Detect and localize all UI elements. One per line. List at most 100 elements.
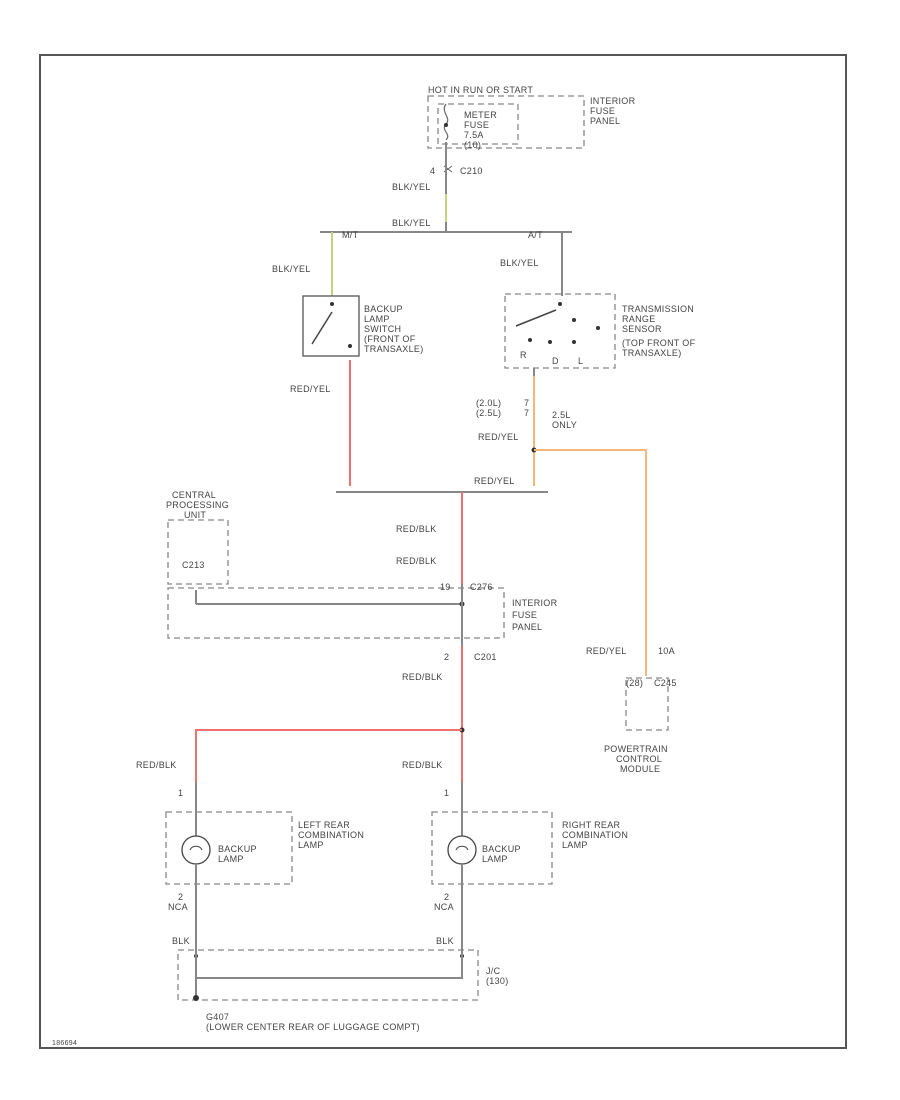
right-lamp-pin-bot: 2 bbox=[444, 892, 449, 902]
right-lamp-bulb bbox=[447, 835, 477, 865]
right-lamp-label-2: COMBINATION bbox=[562, 830, 628, 840]
backup-switch-box bbox=[302, 295, 360, 357]
wire-redyel-2: RED/YEL bbox=[478, 432, 519, 442]
wire-nca-right: NCA bbox=[434, 902, 454, 912]
left-lamp-label-1: LEFT REAR bbox=[298, 820, 350, 830]
c210-label: C210 bbox=[460, 166, 483, 176]
panel-top-label-2: FUSE bbox=[590, 106, 615, 116]
ground-node bbox=[193, 995, 199, 1001]
trs-note-20l: (2.0L) bbox=[476, 398, 501, 408]
ground-label-2: (LOWER CENTER REAR OF LUGGAGE COMPT) bbox=[206, 1022, 420, 1032]
jc-label-2: (130) bbox=[486, 976, 509, 986]
c210-pin: 4 bbox=[430, 166, 435, 176]
trs-contact bbox=[515, 309, 557, 327]
fuse-panel-lower-label-1: INTERIOR bbox=[512, 598, 558, 608]
trs-box bbox=[504, 293, 616, 369]
wire-redblk-to-left-lamp bbox=[195, 729, 462, 782]
panel-top-label-1: INTERIOR bbox=[590, 96, 636, 106]
pcm-pin: 10A bbox=[658, 646, 675, 656]
trs-gear-d: D bbox=[552, 356, 559, 366]
transmission-range-sensor: R D L TRANSMISSION RANGE SENSOR (TOP FRO… bbox=[504, 293, 695, 369]
pcm-box bbox=[625, 677, 669, 731]
backup-lamp-switch: BACKUP LAMP SWITCH (FRONT OF TRANSAXLE) bbox=[302, 295, 424, 357]
trs-label-1: TRANSMISSION bbox=[622, 304, 694, 314]
wire-blkyel-1: BLK/YEL bbox=[392, 182, 431, 192]
backup-switch-label-2: LAMP bbox=[364, 314, 390, 324]
switch-contact bbox=[311, 311, 333, 345]
c276-pin: 19 bbox=[440, 582, 451, 592]
fuse-panel-top-box bbox=[427, 95, 585, 149]
meter-fuse-label-2: FUSE bbox=[464, 120, 489, 130]
left-lamp-box bbox=[165, 811, 293, 885]
fuse-hot-label: HOT IN RUN OR START bbox=[428, 85, 533, 95]
trs-pin-1: 7 bbox=[524, 398, 529, 408]
left-lamp-pin-bot: 2 bbox=[178, 892, 183, 902]
right-lamp-label-3: LAMP bbox=[562, 840, 588, 850]
c213-label: C213 bbox=[182, 560, 205, 570]
trs-gear-l: L bbox=[578, 356, 583, 366]
wire-jc-bus bbox=[196, 948, 463, 979]
trs-node-3 bbox=[596, 326, 600, 330]
c276-label: C276 bbox=[470, 582, 493, 592]
pcm-label-3: MODULE bbox=[620, 764, 660, 774]
backup-switch-label-1: BACKUP bbox=[364, 304, 403, 314]
trs-label-3: SENSOR bbox=[622, 324, 662, 334]
right-lamp-filament bbox=[455, 845, 469, 851]
jc-box bbox=[177, 949, 479, 1001]
left-lamp-bulb-label-2: LAMP bbox=[218, 854, 244, 864]
wire-redblk-4: RED/BLK bbox=[136, 760, 177, 770]
trs-only-2: ONLY bbox=[552, 420, 577, 430]
right-lamp-label-1: RIGHT REAR bbox=[562, 820, 621, 830]
jc-label-1: J/C bbox=[486, 966, 501, 976]
trs-node-2 bbox=[572, 318, 576, 322]
pcm-label-2: CONTROL bbox=[616, 754, 662, 764]
trs-pin-2: 7 bbox=[524, 408, 529, 418]
switch-node-bottom bbox=[348, 344, 352, 348]
right-lamp-bulb-label-1: BACKUP bbox=[482, 844, 521, 854]
fuse-panel-lower-label-2: FUSE bbox=[512, 610, 537, 620]
wire-redblk-5: RED/BLK bbox=[402, 760, 443, 770]
c201-label: C201 bbox=[474, 652, 497, 662]
c201-pin: 2 bbox=[444, 652, 449, 662]
left-lamp-bulb bbox=[181, 835, 211, 865]
wire-nca-left: NCA bbox=[168, 902, 188, 912]
central-processing-unit: CENTRAL PROCESSING UNIT C213 bbox=[166, 490, 229, 585]
diagram-code: 186694 bbox=[52, 1040, 77, 1047]
trs-gear-r: R bbox=[520, 350, 527, 360]
backup-switch-label-5: TRANSAXLE) bbox=[364, 344, 424, 354]
wire-blk-left: BLK bbox=[172, 936, 190, 946]
switch-node-top bbox=[330, 302, 334, 306]
backup-switch-label-4: (FRONT OF bbox=[364, 334, 416, 344]
joint-connector: J/C (130) bbox=[177, 948, 509, 1001]
interior-fuse-panel-top: HOT IN RUN OR START METER FUSE 7.5A (10)… bbox=[427, 85, 636, 150]
meter-fuse-symbol bbox=[443, 103, 449, 141]
right-rear-combination-lamp: 1 BACKUP LAMP RIGHT REAR COMBINATION LAM… bbox=[431, 782, 628, 948]
trs-label-5: TRANSAXLE) bbox=[622, 348, 682, 358]
trs-node-4 bbox=[528, 338, 532, 342]
wire-redblk-1: RED/BLK bbox=[396, 524, 437, 534]
wire-blkyel-3: BLK/YEL bbox=[272, 264, 311, 274]
fuse-panel-lower-label-3: PANEL bbox=[512, 622, 542, 632]
trs-label-2: RANGE bbox=[622, 314, 656, 324]
panel-top-label-3: PANEL bbox=[590, 116, 620, 126]
at-label: A/T bbox=[528, 230, 543, 240]
trs-note-25l: (2.5L) bbox=[476, 408, 501, 418]
diagram-frame bbox=[39, 54, 847, 1049]
trs-only-1: 2.5L bbox=[552, 410, 571, 420]
right-lamp-pin-top: 1 bbox=[444, 788, 449, 798]
wire-redyel-1: RED/YEL bbox=[290, 384, 331, 394]
meter-fuse-label-3: 7.5A bbox=[464, 130, 484, 140]
pcm-label-1: POWERTRAIN bbox=[604, 744, 668, 754]
trs-node-5 bbox=[548, 340, 552, 344]
left-lamp-label-2: COMBINATION bbox=[298, 830, 364, 840]
wire-orange-to-pcm bbox=[534, 449, 647, 676]
backup-switch-label-3: SWITCH bbox=[364, 324, 401, 334]
left-lamp-label-3: LAMP bbox=[298, 840, 324, 850]
mt-label: M/T bbox=[342, 230, 359, 240]
right-lamp-bulb-label-2: LAMP bbox=[482, 854, 508, 864]
fuse-node bbox=[444, 123, 448, 127]
left-rear-combination-lamp: 1 BACKUP LAMP LEFT REAR COMBINATION LAMP… bbox=[165, 782, 364, 948]
cpu-label-2: PROCESSING bbox=[166, 500, 229, 510]
fuse-panel-lower-box bbox=[167, 587, 505, 639]
powertrain-control-module: RED/YEL 10A (28) C245 POWERTRAIN CONTROL… bbox=[586, 646, 676, 774]
